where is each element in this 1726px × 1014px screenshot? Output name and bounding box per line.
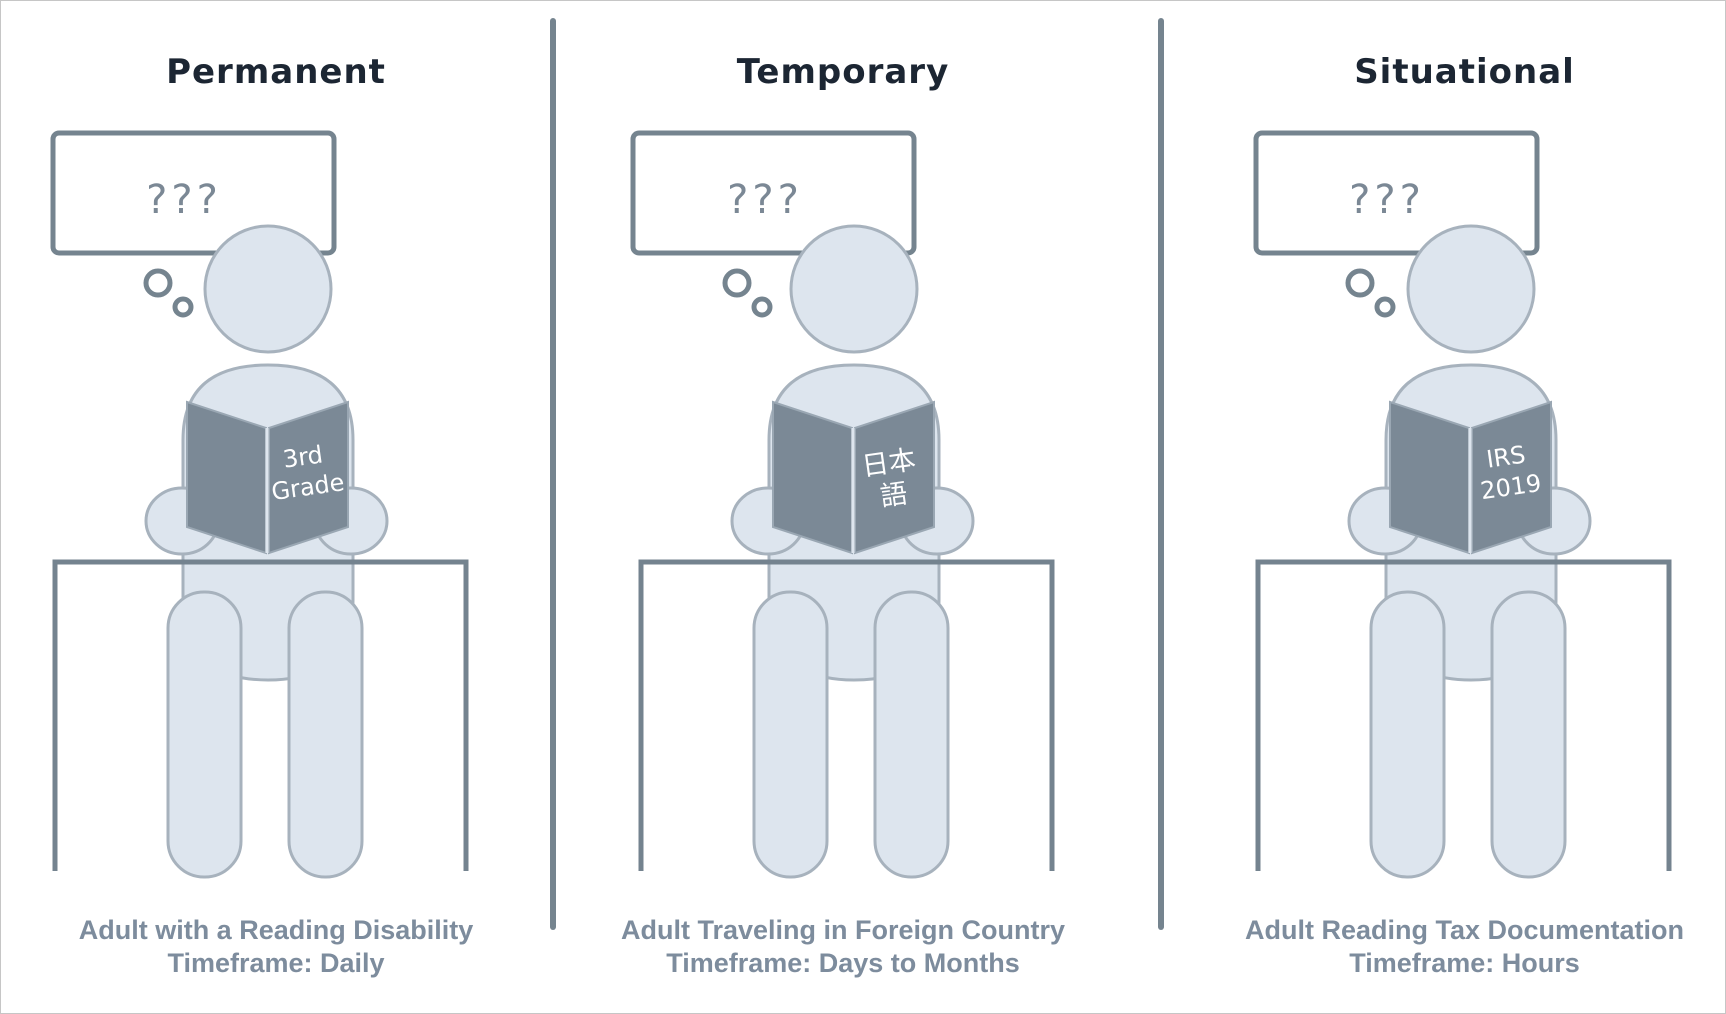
right-leg (287, 590, 364, 879)
head (203, 224, 333, 354)
caption-description: Adult Reading Tax Documentation (1244, 915, 1684, 945)
panel-temporary: Temporary ??? 日本 語 Adult Traveling in Fo… (586, 0, 1100, 1014)
left-leg (166, 590, 243, 879)
thought-dot-large (143, 268, 173, 298)
thought-bubble (50, 130, 337, 256)
reader-figure: ??? 日本 語 (630, 130, 1055, 879)
panel-caption: Adult Traveling in Foreign Country Timef… (586, 914, 1100, 980)
panel-title: Temporary (736, 52, 950, 92)
caption-description: Adult Traveling in Foreign Country (620, 915, 1065, 945)
panel-divider (1158, 18, 1164, 930)
thought-bubble (1253, 130, 1540, 256)
book-text-line1: 3rd (281, 440, 324, 473)
desk (638, 559, 1055, 871)
panel-permanent: Permanent ??? 3rd Grade Adult with a Rea… (0, 0, 552, 1014)
thought-dot-large (1345, 268, 1375, 298)
reader-figure: ??? IRS 2019 (1253, 130, 1672, 879)
book-right-page (268, 400, 349, 555)
left-leg (752, 590, 829, 879)
panel-caption: Adult with a Reading Disability Timefram… (0, 914, 552, 980)
book-text-line1: IRS (1485, 441, 1528, 474)
caption-timeframe: Timeframe: Days to Months (666, 948, 1020, 978)
book-right-page (854, 400, 935, 555)
desk (1255, 559, 1672, 871)
left-leg (1369, 590, 1446, 879)
panel-caption: Adult Reading Tax Documentation Timefram… (1203, 914, 1726, 980)
panel-situational: Situational ??? IRS 2019 Adult Reading T… (1203, 0, 1726, 1014)
caption-timeframe: Timeframe: Hours (1349, 948, 1580, 978)
thought-dot-small (172, 296, 194, 318)
thought-text: ??? (146, 177, 222, 223)
caption-timeframe: Timeframe: Daily (167, 948, 385, 978)
book-right-page (1471, 400, 1552, 555)
book-left-page (186, 400, 267, 555)
book-left-page (1389, 400, 1470, 555)
panel-title: Situational (1354, 52, 1575, 92)
reader-figure: ??? 3rd Grade (50, 130, 469, 879)
thought-bubble (630, 130, 917, 256)
desk (52, 559, 469, 871)
panel-title: Permanent (166, 52, 386, 92)
book-text-line1: 日本 (860, 444, 918, 482)
book-left-page (772, 400, 853, 555)
caption-description: Adult with a Reading Disability (78, 915, 474, 945)
panel-divider (550, 18, 556, 930)
head (789, 224, 919, 354)
right-leg (873, 590, 950, 879)
right-leg (1490, 590, 1567, 879)
thought-dot-large (722, 268, 752, 298)
thought-text: ??? (1349, 177, 1425, 223)
book-text-line2: 語 (878, 478, 909, 512)
thought-dot-small (1374, 296, 1396, 318)
thought-text: ??? (727, 177, 803, 223)
thought-dot-small (751, 296, 773, 318)
head (1406, 224, 1536, 354)
